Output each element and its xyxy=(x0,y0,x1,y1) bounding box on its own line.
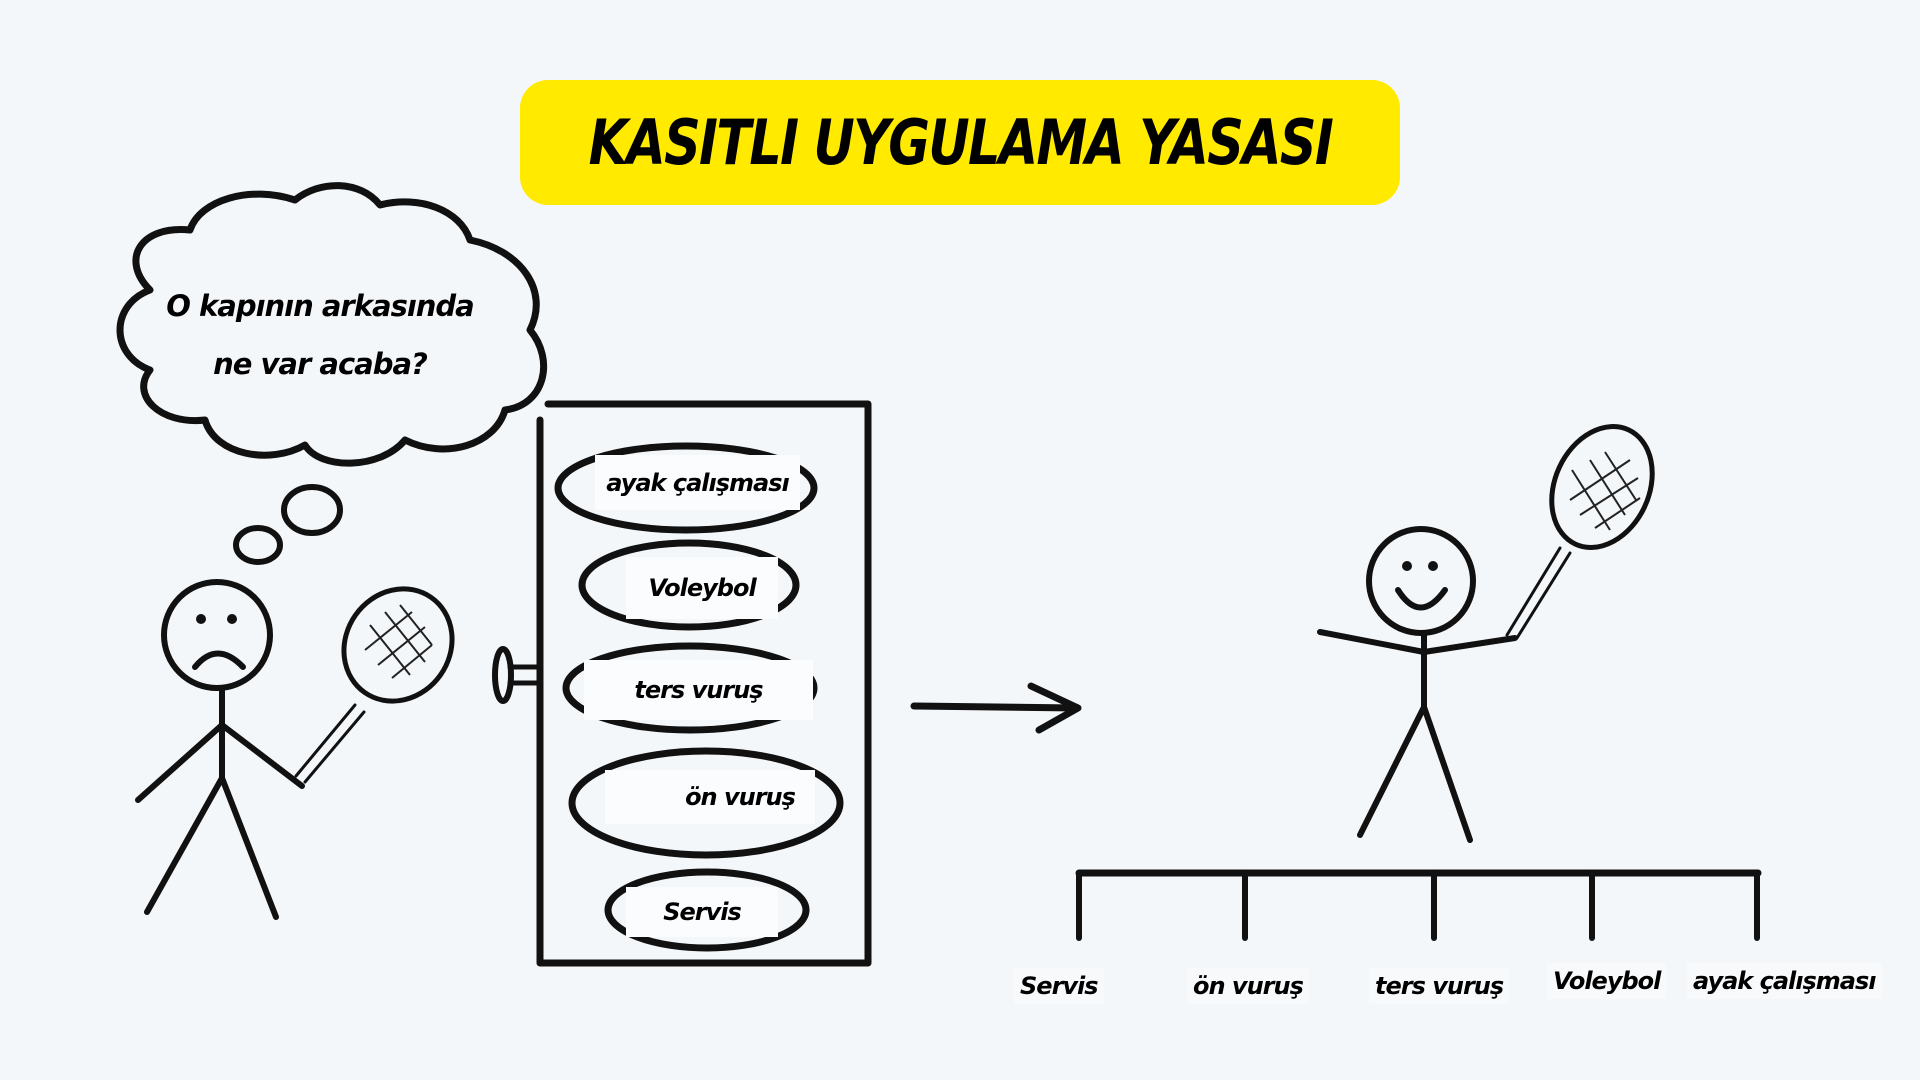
arrow-right-icon xyxy=(910,682,1082,734)
door-item-label: ön vuruş xyxy=(605,770,815,824)
tennis-racket-icon xyxy=(1505,424,1655,640)
platform-label: Voleybol xyxy=(1547,963,1667,999)
door-icon xyxy=(492,400,872,967)
door-item-label: Servis xyxy=(626,887,778,937)
sad-face-icon xyxy=(161,579,273,691)
thought-line-2: ne var acaba? xyxy=(213,347,428,381)
happy-face-icon xyxy=(1366,526,1476,636)
tennis-racket-icon xyxy=(294,586,455,784)
platform-label: ön vuruş xyxy=(1187,968,1309,1004)
thought-line-1: O kapının arkasında xyxy=(166,289,475,323)
page-title: KASITLI UYGULAMA YASASI xyxy=(588,106,1333,179)
platform-label: Servis xyxy=(1014,968,1104,1004)
happy-stick-figure xyxy=(1317,424,1655,843)
door-item-label: ters vuruş xyxy=(584,660,813,720)
sad-stick-figure xyxy=(135,579,455,920)
door-knob-icon xyxy=(492,646,514,704)
platform-label: ayak çalışması xyxy=(1687,963,1882,999)
thought-cloud-icon xyxy=(116,182,548,565)
door-item-label: Voleybol xyxy=(626,557,778,619)
skills-platform xyxy=(1075,869,1762,941)
platform-label: ters vuruş xyxy=(1369,968,1510,1004)
title-banner: KASITLI UYGULAMA YASASI xyxy=(520,80,1400,205)
door-item-label: ayak çalışması xyxy=(595,455,800,510)
thought-bubble-text: O kapının arkasında ne var acaba? xyxy=(150,277,490,393)
